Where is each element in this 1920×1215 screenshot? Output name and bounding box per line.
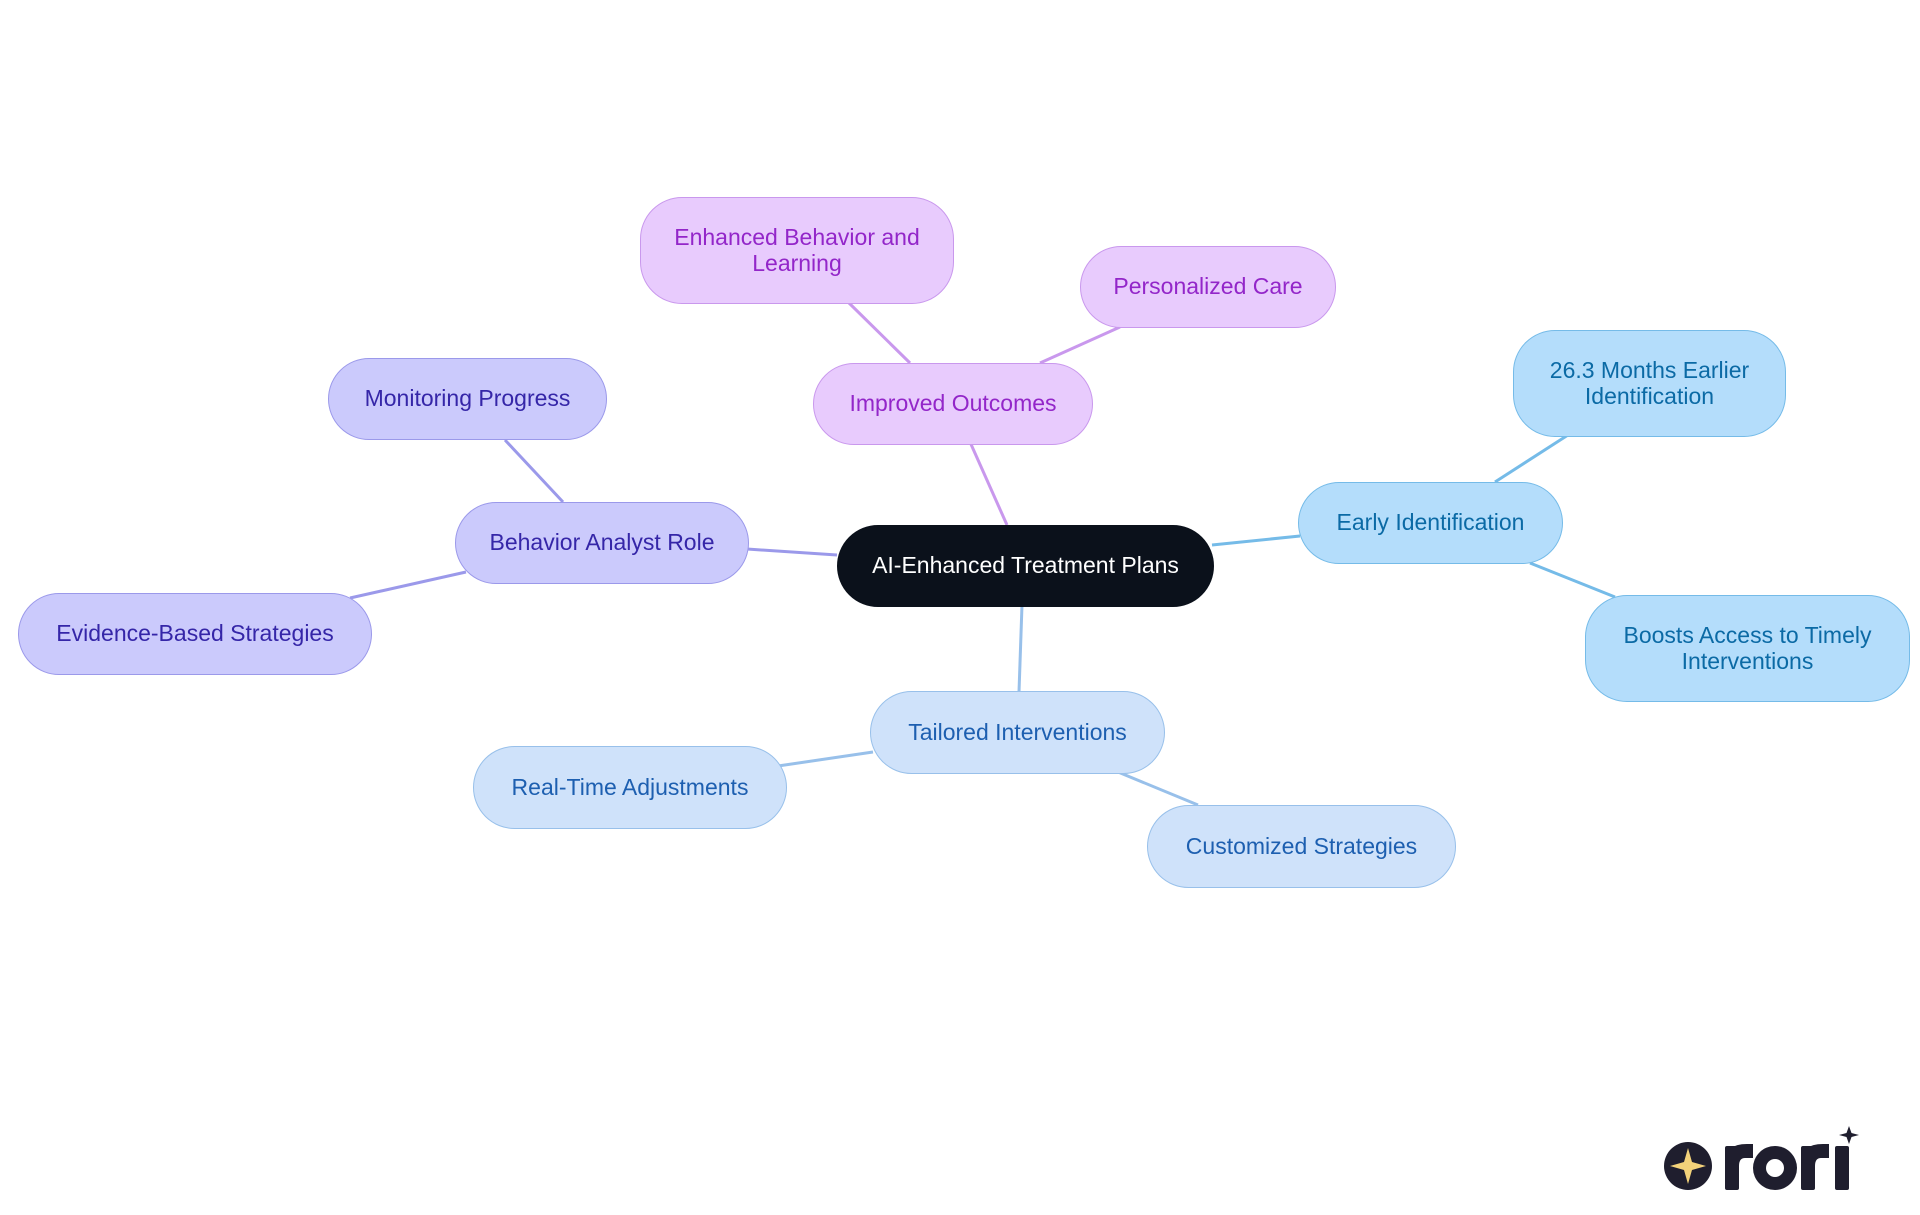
node-improved-outcomes[interactable]: Improved Outcomes — [813, 363, 1093, 445]
node-customized-label: Customized Strategies — [1185, 832, 1418, 859]
brand-logo — [1664, 1126, 1859, 1190]
root-node[interactable]: AI-Enhanced Treatment Plans — [837, 525, 1214, 607]
edge-early-identification-months — [1494, 433, 1569, 484]
node-monitoring-progress-label: Monitoring Progress — [364, 385, 571, 412]
node-improved-outcomes-label: Improved Outcomes — [849, 390, 1057, 417]
node-evidence-based-label: Evidence-Based Strategies — [56, 620, 334, 647]
edge-behavior-analyst-monitoring — [503, 438, 565, 504]
edge-root-early-identification — [1211, 534, 1301, 547]
node-personalized-care[interactable]: Personalized Care — [1080, 246, 1336, 328]
node-months-earlier[interactable]: 26.3 Months Earlier Identification — [1513, 330, 1786, 437]
edge-tailored-customized — [1117, 770, 1199, 807]
edge-tailored-real-time — [777, 750, 874, 768]
node-months-earlier-label: 26.3 Months Earlier Identification — [1549, 357, 1750, 409]
sparkle-icon — [1664, 1142, 1712, 1190]
node-tailored-interventions-label: Tailored Interventions — [908, 718, 1127, 745]
edge-root-improved-outcomes — [968, 441, 1009, 526]
edge-root-tailored — [1017, 604, 1024, 693]
node-enhanced-behavior[interactable]: Enhanced Behavior and Learning — [640, 197, 954, 304]
node-early-identification[interactable]: Early Identification — [1298, 482, 1563, 564]
root-node-label: AI-Enhanced Treatment Plans — [872, 552, 1179, 579]
node-monitoring-progress[interactable]: Monitoring Progress — [328, 358, 607, 440]
logo-wordmark — [1725, 1126, 1859, 1190]
edge-behavior-analyst-evidence — [349, 570, 467, 600]
node-early-identification-label: Early Identification — [1336, 509, 1525, 536]
node-real-time[interactable]: Real-Time Adjustments — [473, 746, 787, 829]
node-customized[interactable]: Customized Strategies — [1147, 805, 1456, 888]
node-real-time-label: Real-Time Adjustments — [511, 773, 749, 800]
node-tailored-interventions[interactable]: Tailored Interventions — [870, 691, 1165, 774]
node-boosts-access-label: Boosts Access to Timely Interventions — [1623, 622, 1872, 674]
node-evidence-based[interactable]: Evidence-Based Strategies — [18, 593, 372, 675]
edge-early-identification-boosts — [1529, 561, 1616, 599]
node-behavior-analyst-label: Behavior Analyst Role — [489, 529, 715, 556]
edge-improved-outcomes-enhanced-behavior — [846, 300, 912, 365]
node-enhanced-behavior-label: Enhanced Behavior and Learning — [674, 224, 920, 276]
node-personalized-care-label: Personalized Care — [1113, 273, 1303, 300]
node-behavior-analyst[interactable]: Behavior Analyst Role — [455, 502, 749, 584]
edge-root-behavior-analyst — [746, 547, 838, 557]
edge-improved-outcomes-personalized-care — [1039, 325, 1121, 365]
node-boosts-access[interactable]: Boosts Access to Timely Interventions — [1585, 595, 1910, 702]
